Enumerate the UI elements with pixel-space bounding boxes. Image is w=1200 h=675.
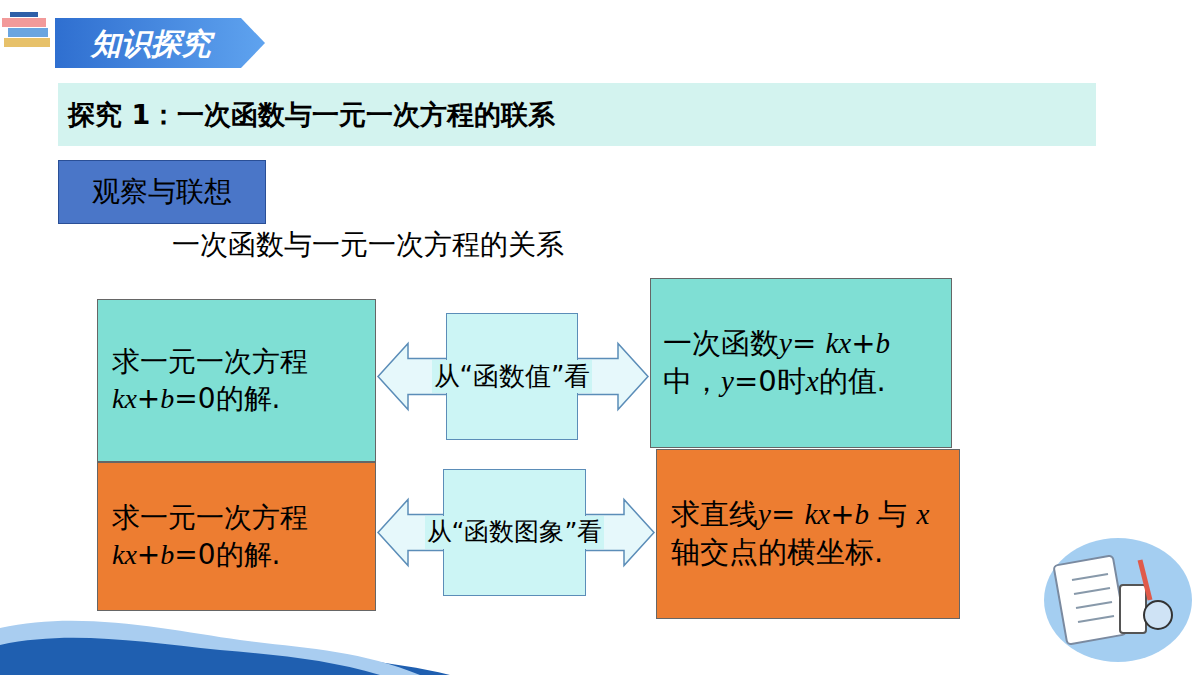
banner-text: 知识探究 xyxy=(91,24,229,63)
graph-box: 求直线y= kx+b 与 x 轴交点的横坐标. xyxy=(656,449,960,619)
box-text: 从“函数值”看 xyxy=(432,360,593,394)
book-icon xyxy=(2,12,50,47)
box-text: 探究 1：一次函数与一元一次方程的联系 xyxy=(68,97,555,132)
box-text: 求一元一次方程 kx+b=0的解. xyxy=(112,344,361,417)
box-text: 从“函数图象”看 xyxy=(425,516,605,549)
function-box: 一次函数y= kx+b 中，y=0时x的值. xyxy=(650,278,952,448)
equation-box: 求一元一次方程 kx+b=0的解. xyxy=(97,299,376,462)
box-text: 求一元一次方程 kx+b=0的解. xyxy=(112,500,361,573)
tag-box: 观察与联想 xyxy=(58,160,266,224)
section-banner: 知识探究 xyxy=(55,18,265,68)
box-text: 观察与联想 xyxy=(92,174,232,210)
topic-band: 探究 1：一次函数与一元一次方程的联系 xyxy=(58,83,1096,146)
notebook-illustration xyxy=(1044,538,1192,662)
view-box: 从“函数图象”看 xyxy=(443,469,586,596)
diagram-title: 一次函数与一元一次方程的关系 xyxy=(172,226,564,264)
view-box: 从“函数值”看 xyxy=(446,313,578,440)
equation-box: 求一元一次方程 kx+b=0的解. xyxy=(97,462,376,611)
box-text: 一次函数y= kx+b 中，y=0时x的值. xyxy=(663,325,939,400)
box-text: 求直线y= kx+b 与 x 轴交点的横坐标. xyxy=(671,496,945,571)
wave-light xyxy=(0,621,420,675)
